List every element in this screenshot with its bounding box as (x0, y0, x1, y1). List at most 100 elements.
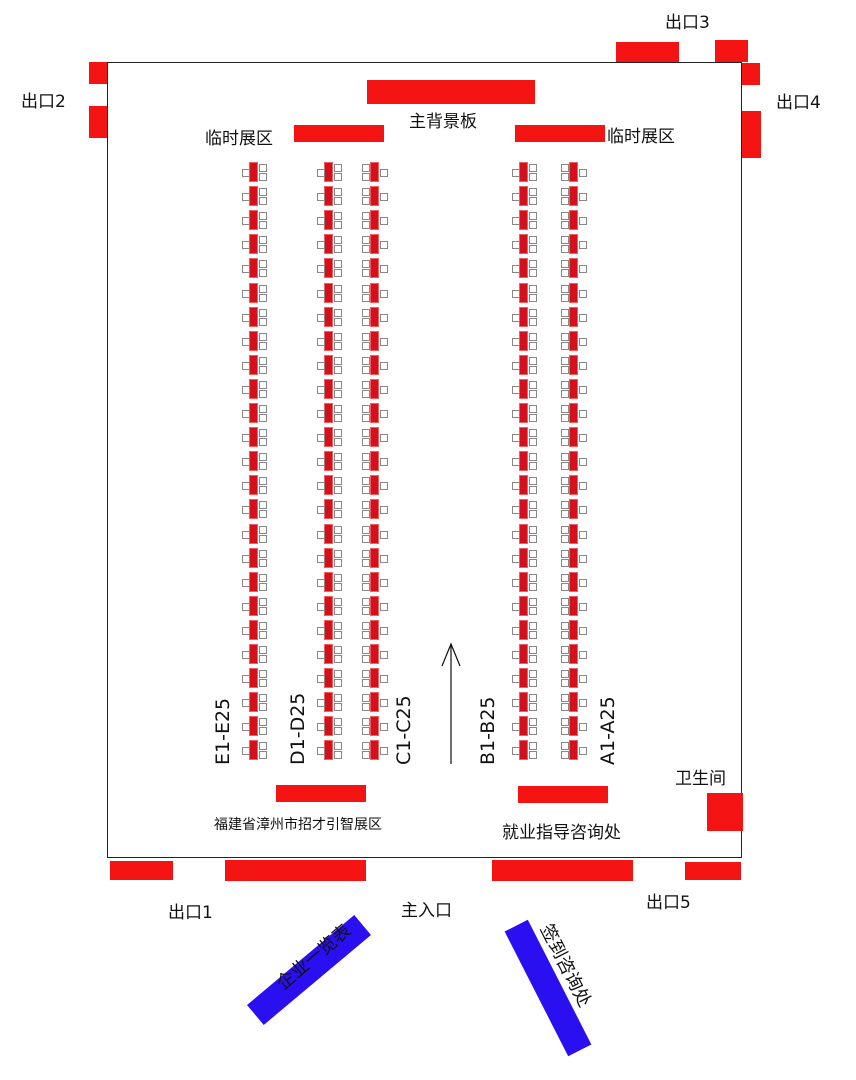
signin-desk: 签到咨询处 (504, 919, 595, 1057)
chair (334, 525, 342, 534)
chair (380, 434, 388, 443)
booth-table (569, 644, 578, 664)
chair (242, 313, 250, 322)
chair (242, 675, 250, 684)
booth-d11 (316, 499, 342, 520)
chair (259, 405, 267, 413)
chair (334, 164, 342, 172)
chair (362, 670, 370, 679)
booth-d24 (316, 186, 342, 207)
chair (529, 549, 537, 558)
booth-table (569, 162, 578, 182)
chair (334, 405, 342, 413)
booth-b10 (511, 523, 537, 544)
booth-a5 (561, 644, 587, 664)
booth-d1 (316, 740, 342, 761)
chair (380, 193, 388, 202)
booth-b4 (511, 668, 537, 689)
chair (259, 525, 267, 534)
chair (561, 389, 569, 398)
booth-table (370, 282, 379, 303)
chair (317, 578, 325, 587)
chair (259, 477, 267, 486)
entrance-barrier-left (225, 860, 366, 881)
chair (561, 245, 569, 254)
booth-table (569, 378, 578, 399)
booth-b17 (511, 354, 537, 375)
chair (242, 747, 250, 756)
booth-table (249, 716, 258, 737)
chair (561, 438, 569, 447)
booth-table (370, 668, 379, 689)
chair (561, 655, 569, 663)
chair (242, 289, 250, 298)
exit3-barrier-left (616, 42, 679, 62)
booth-e2 (241, 716, 267, 737)
chair (380, 289, 388, 298)
chair (242, 217, 250, 226)
chair (317, 651, 325, 659)
chair (334, 453, 342, 462)
booth-a25 (561, 162, 587, 182)
booth-b22 (511, 234, 537, 255)
booth-c23 (362, 210, 388, 231)
chair (380, 482, 388, 491)
chair (579, 289, 587, 298)
chair (561, 462, 569, 471)
chair (362, 655, 370, 663)
booth-table (519, 571, 528, 592)
chair (317, 747, 325, 756)
booth-d19 (316, 306, 342, 327)
chair (259, 269, 267, 278)
chair (362, 245, 370, 254)
chair (259, 245, 267, 254)
hall-wall-top (107, 62, 741, 63)
chair (529, 284, 537, 293)
chair (259, 293, 267, 302)
chair (334, 221, 342, 230)
booth-table (370, 644, 379, 664)
chair (561, 414, 569, 422)
chair (561, 236, 569, 245)
chair (579, 699, 587, 708)
booth-a21 (561, 258, 587, 279)
chair (334, 558, 342, 567)
chair (259, 284, 267, 293)
chair (362, 365, 370, 374)
entrance-barrier-right (492, 860, 633, 881)
chair (380, 169, 388, 177)
chair (561, 679, 569, 688)
booth-b15 (511, 403, 537, 423)
talent-zone-label: 福建省漳州市招才引智展区 (214, 817, 382, 833)
booth-a17 (561, 354, 587, 375)
booth-table (249, 619, 258, 640)
exit2-label: 出口2 (21, 92, 66, 112)
chair (334, 332, 342, 341)
chair (380, 747, 388, 756)
chair (380, 626, 388, 635)
booth-c6 (362, 619, 388, 640)
chair (380, 265, 388, 274)
chair (317, 699, 325, 708)
chair (380, 723, 388, 732)
booth-table (569, 499, 578, 520)
chair (579, 506, 587, 515)
booth-table (249, 692, 258, 713)
chair (334, 703, 342, 712)
chair (334, 694, 342, 703)
booth-table (370, 692, 379, 713)
chair (561, 380, 569, 389)
chair (362, 727, 370, 736)
booth-b23 (511, 210, 537, 231)
chair (529, 655, 537, 663)
chair (579, 337, 587, 346)
chair (380, 313, 388, 322)
chair (334, 597, 342, 606)
chair (317, 289, 325, 298)
chair (259, 380, 267, 389)
chair (529, 621, 537, 630)
chair (334, 606, 342, 615)
chair (317, 217, 325, 226)
chair (561, 284, 569, 293)
chair (334, 646, 342, 654)
